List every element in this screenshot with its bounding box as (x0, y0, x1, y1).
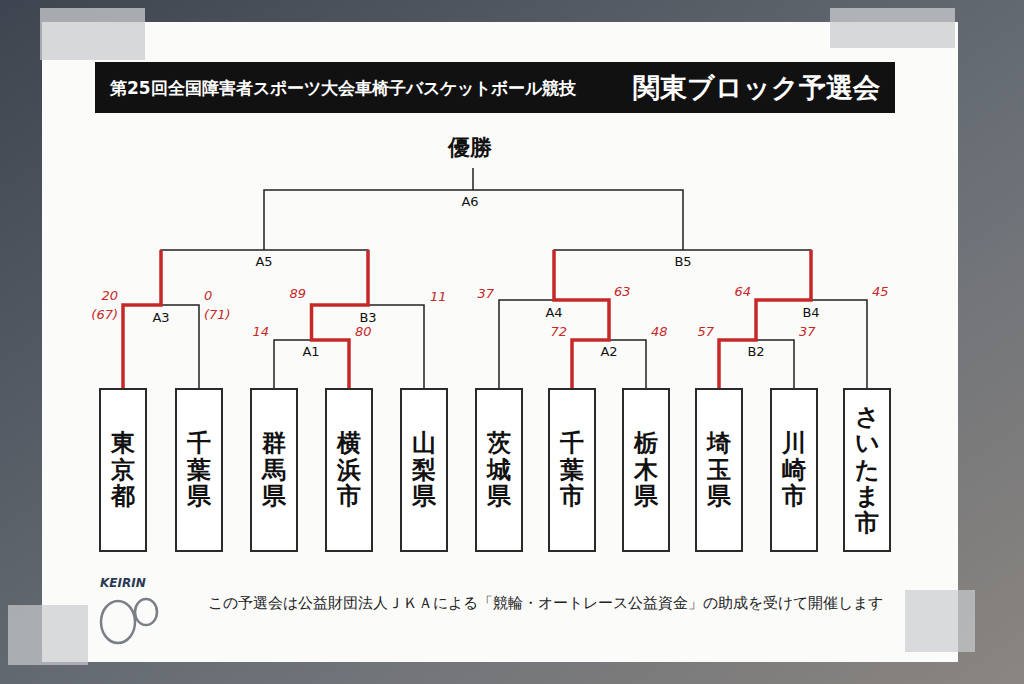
match-label: B5 (674, 254, 691, 270)
team-box: 横浜市 (325, 388, 373, 552)
team-name: 栃木県 (634, 430, 658, 509)
score-number: 14 (252, 324, 269, 340)
winner-label: 優勝 (448, 135, 492, 161)
team-name: 埼玉県 (707, 430, 731, 509)
tape (905, 590, 975, 652)
team-name: 千葉市 (560, 430, 584, 509)
team-name: 横浜市 (337, 430, 361, 509)
title-text: 第25回全国障害者スポーツ大会車椅子バスケットボール競技 (110, 78, 576, 98)
bracket-line (719, 340, 794, 388)
score-number: 72 (550, 324, 567, 340)
bracket-lines (123, 168, 867, 388)
team-name: さいたま市 (855, 404, 879, 536)
score-number: 57 (697, 324, 714, 340)
team-box: 山梨県 (400, 388, 448, 552)
match-label: B3 (359, 310, 376, 326)
sponsor-caption: この予選会は公益財団法人ＪＫＡによる「競輪・オートレース公益資金」の助成を受けて… (208, 594, 883, 612)
score-number: 20 (101, 288, 118, 304)
score-number: 89 (289, 286, 306, 302)
bracket-line (499, 300, 609, 388)
score-number: 45 (872, 284, 889, 300)
match-label: A2 (600, 344, 617, 360)
team-name: 群馬県 (262, 430, 286, 509)
match-label: A6 (461, 194, 478, 210)
bracket-line (274, 340, 349, 388)
score-number: 48 (651, 324, 668, 340)
bracket-line (554, 250, 811, 300)
logo-ring (101, 601, 135, 643)
team-name: 山梨県 (412, 430, 436, 509)
team-name: 千葉県 (187, 430, 211, 509)
bracket-line (472, 168, 474, 190)
title-band (95, 62, 895, 113)
team-box: 千葉市 (548, 388, 596, 552)
winner-path (123, 250, 811, 388)
score-number: 37 (799, 324, 816, 340)
bracket-line (756, 300, 867, 388)
match-label: A4 (545, 305, 562, 321)
winner-line (719, 250, 811, 388)
team-name: 川崎市 (782, 430, 806, 509)
logo-ring (135, 599, 157, 625)
team-box: 茨城県 (475, 388, 523, 552)
match-label: B4 (802, 305, 819, 321)
tape (830, 8, 955, 48)
bracket-line (264, 190, 683, 250)
match-label: A1 (302, 344, 319, 360)
team-box: 東京都 (99, 388, 147, 552)
score-number: 64 (734, 284, 751, 300)
match-label: A5 (255, 254, 272, 270)
team-box: 埼玉県 (695, 388, 743, 552)
score-number: 0 (204, 288, 212, 304)
logo-text: KEIRIN (100, 576, 146, 590)
match-label: A3 (152, 310, 169, 326)
team-box: 千葉県 (175, 388, 223, 552)
score-number: 63 (614, 284, 631, 300)
team-box: 群馬県 (250, 388, 298, 552)
team-box: さいたま市 (843, 388, 891, 552)
score-number: 80 (355, 324, 372, 340)
match-label: B2 (747, 344, 764, 360)
keirin-logo (101, 599, 157, 643)
team-name: 茨城県 (487, 430, 511, 509)
bracket-line (123, 305, 199, 388)
bracket-line (312, 305, 425, 388)
paper-sheet (42, 22, 958, 662)
score-number: (71) (204, 307, 231, 323)
bracket-line (572, 340, 646, 388)
bracket-line (161, 250, 368, 305)
score-number: 11 (430, 289, 447, 305)
tape (8, 605, 88, 665)
team-box: 川崎市 (770, 388, 818, 552)
team-name: 東京都 (111, 430, 135, 509)
tape (40, 8, 145, 60)
team-box: 栃木県 (622, 388, 670, 552)
score-number: (67) (91, 307, 118, 323)
score-number: 37 (477, 286, 494, 302)
title-subheading: 関東ブロック予選会 (633, 72, 880, 104)
